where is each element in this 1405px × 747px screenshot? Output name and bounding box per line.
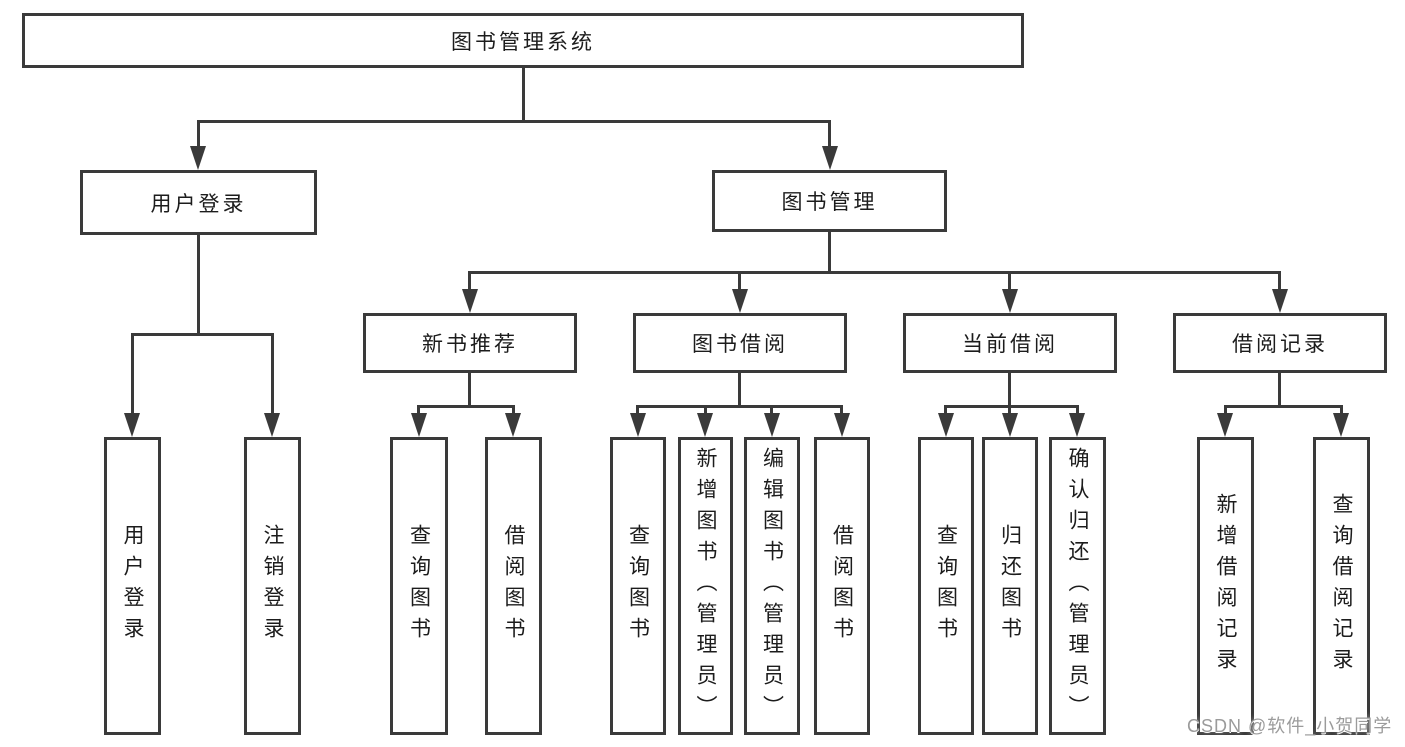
leaf-add-books-admin: 新增图书（管理员）	[678, 437, 733, 735]
connector-leaf-drop	[1340, 405, 1343, 417]
leaf-borrow-books: 借阅图书	[814, 437, 870, 735]
node-user-login: 用户登录	[80, 170, 317, 235]
watermark-text: CSDN @软件_小贺同学	[1187, 716, 1393, 736]
connector-borrow-records-branch	[1224, 405, 1343, 408]
leaf-logout-login: 注销登录	[244, 437, 301, 735]
connector-new-book-drop	[468, 271, 471, 292]
connector-current-borrow-branch	[945, 405, 1078, 408]
connector-root-stem	[522, 68, 525, 120]
connector-user-login-stem	[197, 235, 200, 333]
arrow-down-icon	[1272, 289, 1288, 313]
leaf-query-borrow-record: 查询借阅记录	[1313, 437, 1370, 735]
arrow-down-icon	[1002, 413, 1018, 437]
node-library-system: 图书管理系统	[22, 13, 1024, 68]
arrow-down-icon	[834, 413, 850, 437]
node-book-borrowing: 图书借阅	[633, 313, 847, 373]
connector-borrow-records-drop	[1278, 271, 1281, 292]
connector-leaf-drop	[131, 333, 134, 417]
arrow-down-icon	[938, 413, 954, 437]
arrow-down-icon	[190, 146, 206, 170]
arrow-down-icon	[505, 413, 521, 437]
connector-new-book-stem	[468, 373, 471, 405]
connector-leaf-drop	[417, 405, 420, 417]
arrow-down-icon	[1333, 413, 1349, 437]
arrow-down-icon	[697, 413, 713, 437]
arrow-down-icon	[630, 413, 646, 437]
arrow-down-icon	[764, 413, 780, 437]
arrow-down-icon	[462, 289, 478, 313]
connector-leaf-drop	[1076, 405, 1079, 417]
arrow-down-icon	[1217, 413, 1233, 437]
connector-leaf-drop	[1008, 405, 1011, 417]
connector-level3-branch	[468, 271, 1281, 274]
node-borrowing-records: 借阅记录	[1173, 313, 1387, 373]
connector-leaf-drop	[840, 405, 843, 417]
leaf-query-books: 查询图书	[390, 437, 448, 735]
connector-leaf-drop	[1224, 405, 1227, 417]
connector-book-mgmt-stem	[828, 232, 831, 271]
leaf-user-login: 用户登录	[104, 437, 161, 735]
leaf-query-books: 查询图书	[610, 437, 666, 735]
arrow-down-icon	[264, 413, 280, 437]
connector-book-borrow-stem	[738, 373, 741, 405]
connector-user-login-branch	[131, 333, 274, 336]
connector-user-login-drop	[197, 120, 200, 150]
connector-leaf-drop	[944, 405, 947, 417]
leaf-add-borrow-record: 新增借阅记录	[1197, 437, 1254, 735]
arrow-down-icon	[822, 146, 838, 170]
connector-book-borrow-drop	[738, 271, 741, 292]
connector-leaf-drop	[636, 405, 639, 417]
arrow-down-icon	[1002, 289, 1018, 313]
connector-borrow-records-stem	[1278, 373, 1281, 405]
arrow-down-icon	[124, 413, 140, 437]
connector-level2-branch	[197, 120, 831, 123]
connector-leaf-drop	[512, 405, 515, 417]
node-book-management: 图书管理	[712, 170, 947, 232]
node-current-borrowing: 当前借阅	[903, 313, 1117, 373]
arrow-down-icon	[1069, 413, 1085, 437]
connector-current-borrow-drop	[1008, 271, 1011, 292]
leaf-confirm-return-admin: 确认归还（管理员）	[1049, 437, 1106, 735]
arrow-down-icon	[732, 289, 748, 313]
connector-leaf-drop	[271, 333, 274, 417]
leaf-query-books: 查询图书	[918, 437, 974, 735]
leaf-edit-books-admin: 编辑图书（管理员）	[744, 437, 800, 735]
connector-current-borrow-stem	[1008, 373, 1011, 405]
leaf-borrow-books: 借阅图书	[485, 437, 542, 735]
arrow-down-icon	[411, 413, 427, 437]
node-new-book-recommendation: 新书推荐	[363, 313, 577, 373]
leaf-return-books: 归还图书	[982, 437, 1038, 735]
connector-book-mgmt-drop	[828, 120, 831, 150]
connector-book-borrow-branch	[636, 405, 843, 408]
connector-new-book-branch	[418, 405, 515, 408]
connector-leaf-drop	[704, 405, 707, 417]
connector-leaf-drop	[770, 405, 773, 417]
